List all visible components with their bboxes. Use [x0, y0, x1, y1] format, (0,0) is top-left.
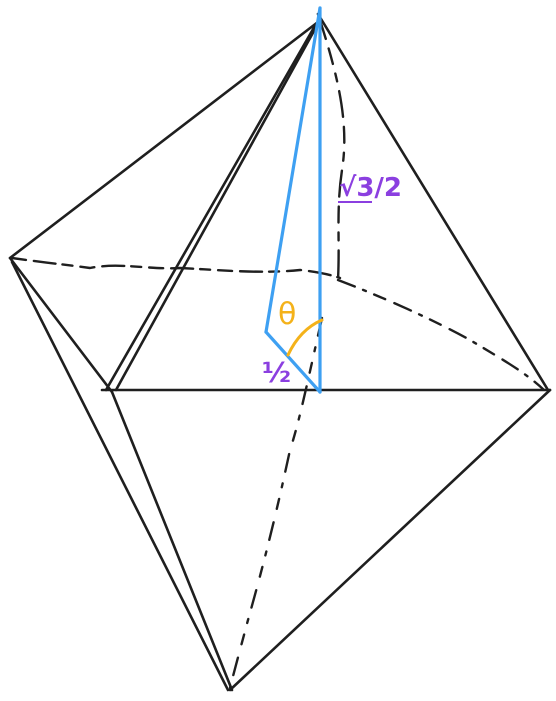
- triangle-hypotenuse: [264, 6, 322, 334]
- edge-front-bottom: [110, 390, 234, 692]
- hidden-edge-left-to-center: [10, 256, 342, 280]
- edge-apex-front-1: [104, 22, 318, 392]
- visible-edges: [8, 12, 552, 692]
- edge-left-front: [8, 256, 114, 394]
- hidden-edges: [10, 12, 546, 690]
- angle-arc: [286, 318, 324, 357]
- angle-label: θ: [278, 297, 296, 332]
- highlight-triangle: [264, 6, 322, 394]
- edge-left-bottom: [10, 260, 230, 692]
- edge-apex-left: [8, 20, 320, 260]
- edge-right-bottom: [228, 388, 552, 692]
- triangle-base: [264, 330, 322, 394]
- hidden-edge-apex-to-center: [316, 12, 346, 282]
- height-label: √3/2: [339, 173, 402, 203]
- hidden-edge-center-to-right: [336, 278, 546, 392]
- edge-apex-right: [316, 12, 550, 392]
- edge-apex-front-2: [114, 18, 322, 392]
- base-label: ½: [262, 356, 291, 389]
